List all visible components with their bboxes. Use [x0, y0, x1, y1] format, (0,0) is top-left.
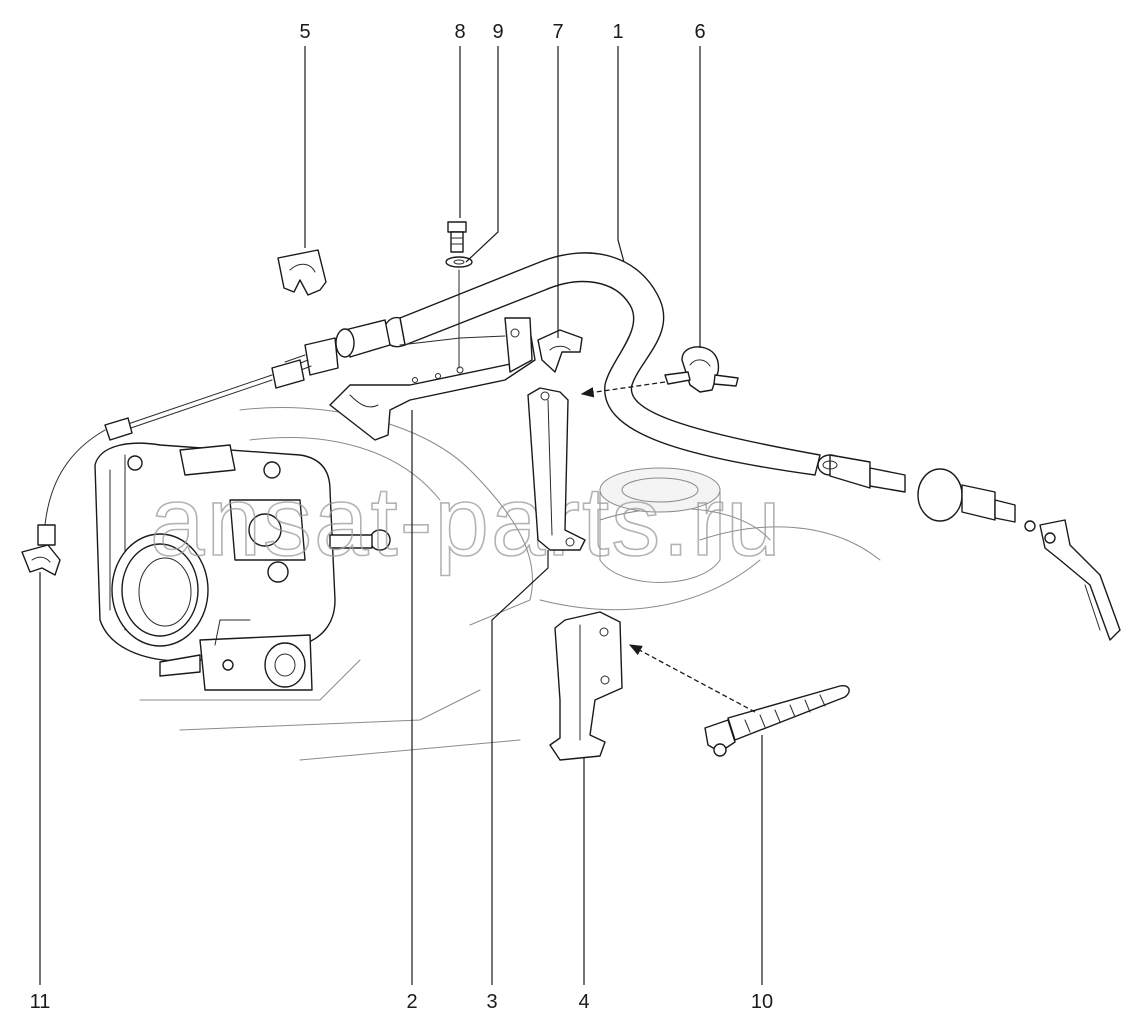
engine-background: [139, 407, 881, 761]
pedal-linkage: [1039, 519, 1121, 641]
cable-end-clip: [21, 544, 61, 576]
callout-7: 7: [552, 21, 563, 43]
callout-8: 8: [454, 21, 465, 43]
callout-5: 5: [299, 21, 310, 43]
callout-2: 2: [406, 991, 417, 1013]
cable-clip: [537, 329, 583, 373]
callout-9: 9: [492, 21, 503, 43]
spring-clip: [277, 249, 327, 296]
callout-10: 10: [751, 991, 773, 1013]
callout-6: 6: [694, 21, 705, 43]
vertical-bracket: [527, 387, 586, 551]
throttle-body: [94, 442, 391, 691]
callout-11: 11: [30, 991, 51, 1013]
washer: [445, 256, 473, 268]
support-plate: [549, 611, 623, 761]
assembly-arrow-clamp: [580, 381, 666, 398]
callout-3: 3: [486, 991, 497, 1013]
cable-bracket: [329, 317, 536, 441]
leader-lines: [39, 46, 763, 985]
bolt: [447, 221, 467, 253]
callout-4: 4: [578, 991, 589, 1013]
watermark-text: ansat-parts.ru: [150, 466, 783, 576]
accelerator-cable: [37, 252, 1036, 546]
callout-1: 1: [612, 21, 623, 43]
assembly-arrow-tie: [628, 644, 756, 713]
cable-tie: [704, 684, 850, 757]
callout-labels: 5 8 9 7 1 6 11 2 3 4 10: [30, 21, 774, 1013]
hose-clamp: [664, 346, 739, 393]
